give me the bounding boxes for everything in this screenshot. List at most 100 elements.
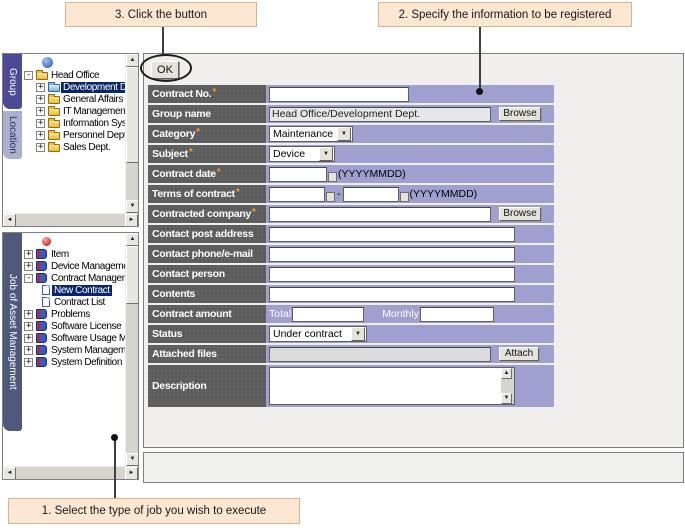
status-select[interactable]: Under contract ▼	[269, 326, 367, 342]
tab-group[interactable]: Group	[3, 54, 22, 109]
horizontal-scrollbar[interactable]: ◄ ►	[3, 466, 138, 479]
tree-item-new-contract[interactable]: New Contract	[22, 284, 125, 296]
scroll-right-icon[interactable]: ►	[125, 214, 138, 226]
group-name-input[interactable]	[269, 106, 491, 122]
company-browse-button[interactable]: Browse	[499, 207, 541, 221]
scroll-down-icon[interactable]: ▼	[126, 453, 138, 466]
field-label: Attached files	[152, 348, 217, 360]
collapse-icon[interactable]: -	[24, 272, 33, 283]
attach-button[interactable]: Attach	[499, 347, 539, 361]
tree-item-system-definition[interactable]: + System Definition	[22, 356, 125, 368]
scroll-right-icon[interactable]: ►	[125, 467, 138, 479]
horizontal-scrollbar[interactable]: ◄ ►	[3, 213, 138, 226]
expand-icon[interactable]: +	[36, 93, 45, 104]
contact-phone-email-input[interactable]	[269, 246, 515, 262]
tree-item-contract-management[interactable]: - Contract Management	[22, 272, 125, 284]
field-label: Contact phone/e-mail	[152, 248, 253, 260]
tree-item-item[interactable]: + Item	[22, 248, 125, 260]
contracted-company-input[interactable]	[269, 206, 491, 222]
form-row-category: Category* Maintenance ▼	[148, 125, 554, 143]
expand-icon[interactable]: +	[36, 105, 45, 116]
tree-item-label: Problems	[51, 308, 91, 320]
tree-item-system-management[interactable]: + System Management	[22, 344, 125, 356]
scroll-down-icon[interactable]: ▼	[501, 393, 512, 404]
subject-select[interactable]: Device ▼	[269, 146, 335, 162]
category-select[interactable]: Maintenance ▼	[269, 126, 353, 142]
tree-item-sales-dept[interactable]: + Sales Dept.	[22, 141, 125, 153]
left-tabstrip: Group Location	[3, 54, 22, 213]
tree-item-personnel-dept[interactable]: + Personnel Dept.	[22, 129, 125, 141]
expand-icon[interactable]: +	[36, 141, 45, 152]
root-ball-icon	[42, 237, 51, 246]
description-textarea[interactable]	[270, 368, 501, 404]
expand-icon[interactable]: +	[36, 81, 45, 92]
textarea-scrollbar[interactable]: ▲ ▼	[501, 368, 514, 404]
scroll-down-icon[interactable]: ▼	[126, 200, 138, 213]
contact-post-address-input[interactable]	[269, 226, 515, 242]
collapse-icon[interactable]: -	[24, 69, 33, 80]
tree-item-device-management[interactable]: + Device Management	[22, 260, 125, 272]
tree-item-it-management[interactable]: + IT Management Dep	[22, 105, 125, 117]
contact-person-input[interactable]	[269, 266, 515, 282]
form-row-attached-files: Attached files Attach	[148, 345, 554, 363]
expand-icon[interactable]: +	[24, 260, 33, 271]
tree-item-development-dept[interactable]: + Development Dept.	[22, 81, 125, 93]
folder-icon	[36, 70, 48, 80]
expand-icon[interactable]: +	[24, 248, 33, 259]
date-picker-button[interactable]	[328, 172, 337, 182]
vertical-scrollbar[interactable]: ▲ ▼	[125, 54, 138, 213]
tree-item-problems[interactable]: + Problems	[22, 308, 125, 320]
attached-files-input[interactable]	[269, 346, 491, 362]
tree-item-software-usage[interactable]: + Software Usage Manag	[22, 332, 125, 344]
contents-input[interactable]	[269, 286, 515, 302]
scroll-up-icon[interactable]: ▲	[126, 233, 138, 246]
book-icon	[36, 345, 47, 355]
tree-item-label: Item	[51, 248, 69, 260]
scrollbar-thumb[interactable]	[126, 67, 138, 163]
scroll-up-icon[interactable]: ▲	[126, 54, 138, 67]
tree-item-contract-list[interactable]: Contract List	[22, 296, 125, 308]
annotation-dot	[476, 88, 483, 95]
tab-location[interactable]: Location	[3, 111, 22, 159]
tree-item-general-affairs[interactable]: + General Affairs Dep	[22, 93, 125, 105]
tree-root-organization[interactable]	[22, 56, 125, 69]
expand-icon[interactable]: +	[36, 117, 45, 128]
tab-job-of-asset-management[interactable]: Job of Asset Management	[3, 233, 22, 431]
total-amount-input[interactable]	[292, 306, 365, 322]
chevron-down-icon[interactable]: ▼	[319, 147, 333, 161]
field-label: Status	[152, 328, 183, 340]
expand-icon[interactable]: +	[24, 320, 33, 331]
terms-from-input[interactable]	[269, 186, 325, 202]
contract-no-input[interactable]	[269, 86, 409, 102]
book-icon	[36, 357, 47, 367]
chevron-down-icon[interactable]: ▼	[351, 327, 365, 341]
scroll-up-icon[interactable]: ▲	[501, 368, 512, 379]
tree-item-information-system[interactable]: + Information System	[22, 117, 125, 129]
group-tree-panel: Group Location - Head Office + Developme…	[2, 53, 139, 227]
tree-item-head-office[interactable]: - Head Office	[22, 69, 125, 81]
group-browse-button[interactable]: Browse	[499, 107, 541, 121]
scroll-left-icon[interactable]: ◄	[3, 467, 16, 479]
tree-item-label: Sales Dept.	[63, 141, 111, 153]
form-row-contracted-company: Contracted company* Browse	[148, 205, 554, 223]
contract-date-input[interactable]	[269, 166, 327, 182]
chevron-down-icon[interactable]: ▼	[337, 127, 351, 141]
date-picker-button[interactable]	[399, 192, 409, 202]
scrollbar-thumb[interactable]	[126, 246, 138, 304]
scroll-left-icon[interactable]: ◄	[3, 214, 16, 226]
tree-item-label: Software Usage Manag	[51, 332, 125, 344]
expand-icon[interactable]: +	[24, 344, 33, 355]
date-picker-button[interactable]	[326, 192, 335, 202]
expand-icon[interactable]: +	[36, 129, 45, 140]
tree-root-jobs[interactable]	[22, 235, 125, 248]
expand-icon[interactable]: +	[24, 308, 33, 319]
annotation-step2: 2. Specify the information to be registe…	[378, 2, 632, 27]
lower-pane	[143, 452, 684, 483]
tree-item-software-license[interactable]: + Software License	[22, 320, 125, 332]
monthly-amount-input[interactable]	[419, 306, 494, 322]
book-icon	[36, 321, 47, 331]
expand-icon[interactable]: +	[24, 356, 33, 367]
expand-icon[interactable]: +	[24, 332, 33, 343]
terms-to-input[interactable]	[342, 186, 399, 202]
vertical-scrollbar[interactable]: ▲ ▼	[125, 233, 138, 466]
